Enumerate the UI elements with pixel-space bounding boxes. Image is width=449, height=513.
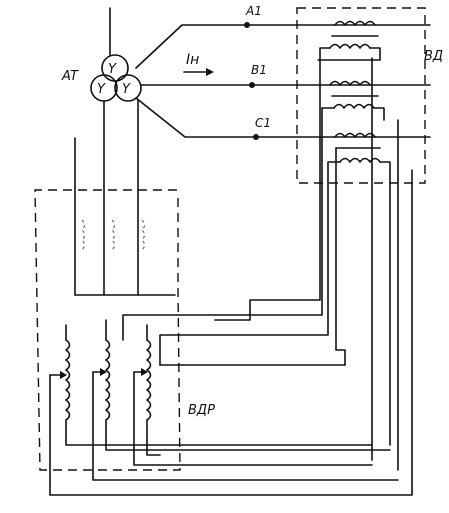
regulator-coil-2 [105, 339, 111, 421]
regulator-coil-3 [146, 339, 152, 421]
phase-c-line [135, 97, 431, 138]
node-a1 [244, 22, 250, 28]
regulator-label: ВДР [188, 403, 215, 418]
phase-lines: A1 B1 C1 Iн [135, 4, 431, 140]
series-coil-b [329, 80, 371, 86]
node-c1 [253, 134, 259, 140]
phase-b-label: B1 [251, 63, 267, 77]
winding-y-left: Y [97, 82, 106, 97]
excitation-coil-c [339, 157, 381, 163]
winding-circle-right [114, 74, 142, 102]
phase-a-label: A1 [245, 4, 262, 18]
series-coil-c [334, 132, 376, 138]
booster-label: ВД [424, 49, 443, 64]
autotransformer-label: AT [61, 69, 79, 84]
booster-box [296, 7, 426, 184]
series-coil-a [334, 20, 376, 26]
excitation-coil-b [333, 103, 375, 109]
winding-y-top: Y [108, 62, 117, 77]
booster-transformer: ВД [122, 7, 443, 491]
winding-y-right: Y [122, 82, 131, 97]
excitation-coil-a [329, 43, 371, 49]
regulator-coil-1 [65, 339, 71, 421]
phase-c-label: C1 [255, 116, 271, 130]
phase-a-line [135, 24, 431, 69]
node-b1 [249, 82, 255, 88]
at-tertiary-leads [74, 99, 176, 296]
autotransformer-symbol: Y Y Y AT [61, 7, 142, 102]
regulator-transformer: ВДР [34, 189, 413, 496]
regulator-box [34, 189, 181, 471]
current-label: Iн [186, 52, 199, 68]
